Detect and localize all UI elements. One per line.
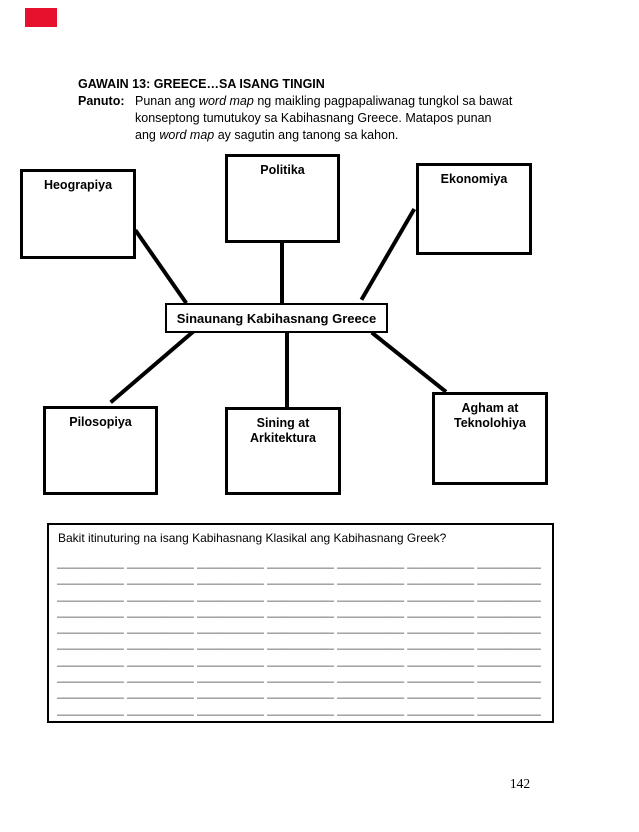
- wordmap-center-box: Sinaunang Kabihasnang Greece: [165, 303, 388, 333]
- instructions-line: konseptong tumutukoy sa Kabihasnang Gree…: [135, 111, 492, 125]
- connector-line-sining: [285, 332, 289, 408]
- answer-blank-line: __________ __________ __________ _______…: [57, 636, 541, 651]
- worksheet-title: GAWAIN 13: GREECE…SA ISANG TINGIN: [78, 77, 325, 91]
- connector-line-agham: [370, 331, 448, 394]
- answer-blank-line: __________ __________ __________ _______…: [57, 620, 541, 635]
- red-marker: [25, 8, 57, 27]
- wordmap-box-heograpiya: Heograpiya: [20, 169, 136, 259]
- wordmap-box-agham-at-teknolohiya: Agham at Teknolohiya: [432, 392, 548, 485]
- wordmap-label-agham-at-teknolohiya: Agham at Teknolohiya: [453, 401, 526, 430]
- answer-lines: __________ __________ __________ _______…: [57, 554, 541, 717]
- answer-blank-line: __________ __________ __________ _______…: [57, 587, 541, 602]
- question-text: Bakit itinuturing na isang Kabihasnang K…: [58, 531, 447, 545]
- wordmap-label-politika: Politika: [260, 163, 305, 177]
- instructions-label: Panuto:: [78, 94, 125, 108]
- answer-blank-line: __________ __________ __________ _______…: [57, 555, 541, 569]
- question-box: Bakit itinuturing na isang Kabihasnang K…: [47, 523, 554, 723]
- wordmap-label-sining-at-arkitektura: Sining at Arkitektura: [250, 416, 316, 445]
- wordmap-label-heograpiya: Heograpiya: [43, 178, 113, 192]
- instructions-line: Punan ang word map ng maikling pagpapali…: [135, 94, 513, 108]
- wordmap-label-ekonomiya: Ekonomiya: [440, 172, 508, 186]
- wordmap-box-politika: Politika: [225, 154, 340, 243]
- answer-blank-line: __________ __________ __________ _______…: [57, 571, 541, 586]
- worksheet-header: GAWAIN 13: GREECE…SA ISANG TINGIN Panuto…: [78, 76, 548, 144]
- instructions-line: ang word map ay sagutin ang tanong sa ka…: [135, 128, 399, 142]
- answer-blank-line: __________ __________ __________ _______…: [57, 701, 541, 716]
- answer-blank-line: __________ __________ __________ _______…: [57, 669, 541, 684]
- connector-line-heograpiya: [133, 229, 188, 305]
- instructions: Panuto: Punan ang word map ng maikling p…: [78, 93, 548, 144]
- wordmap-box-sining-at-arkitektura: Sining at Arkitektura: [225, 407, 341, 495]
- wordmap-center-label: Sinaunang Kabihasnang Greece: [176, 310, 377, 326]
- connector-line-pilosopiya: [109, 327, 197, 404]
- page-number: 142: [509, 776, 531, 791]
- answer-blank-line: __________ __________ __________ _______…: [57, 603, 541, 618]
- wordmap-label-pilosopiya: Pilosopiya: [69, 415, 132, 429]
- answer-blank-line: __________ __________ __________ _______…: [57, 685, 541, 700]
- connector-line-ekonomiya: [359, 207, 416, 301]
- instructions-text: Punan ang word map ng maikling pagpapali…: [135, 93, 515, 144]
- wordmap-box-pilosopiya: Pilosopiya: [43, 406, 158, 495]
- connector-line-politika: [280, 243, 284, 304]
- wordmap-box-ekonomiya: Ekonomiya: [416, 163, 532, 255]
- answer-blank-line: __________ __________ __________ _______…: [57, 652, 541, 667]
